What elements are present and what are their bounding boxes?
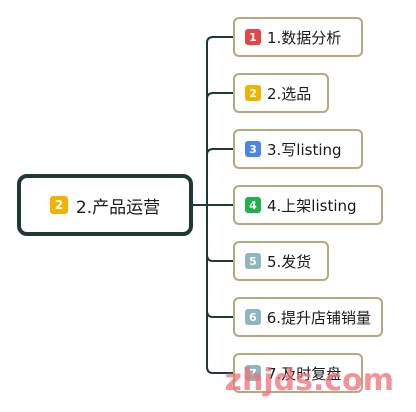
root-node[interactable]: 2 2.产品运营 [17,174,193,236]
child-node-5[interactable]: 5 5.发货 [233,241,329,281]
priority-badge: 4 [245,197,261,213]
child-node-label: 2.选品 [267,84,312,103]
branch-connector-1 [206,36,233,205]
child-node-label: 7.及时复盘 [267,364,342,383]
child-node-label: 5.发货 [267,252,312,271]
branch-connector-7 [206,205,233,374]
child-node-7[interactable]: 7 7.及时复盘 [233,353,363,393]
branch-connector-3 [206,148,233,205]
priority-badge: 6 [245,309,261,325]
child-node-4[interactable]: 4 4.上架listing [233,185,383,225]
child-node-label: 4.上架listing [267,196,357,215]
child-node-1[interactable]: 1 1.数据分析 [233,17,363,57]
branch-connector-5 [206,205,233,262]
branch-connector-2 [206,92,233,205]
priority-badge: 2 [245,85,261,101]
child-node-label: 3.写listing [267,140,342,159]
child-node-3[interactable]: 3 3.写listing [233,129,363,169]
priority-badge: 3 [245,141,261,157]
priority-badge: 7 [245,365,261,381]
priority-badge: 1 [245,29,261,45]
watermark: zhjds.com [224,363,394,398]
child-node-label: 1.数据分析 [267,28,342,47]
priority-badge: 5 [245,253,261,269]
priority-badge: 2 [49,196,68,214]
child-node-label: 6.提升店铺销量 [266,308,371,327]
child-node-6[interactable]: 6 6.提升店铺销量 [233,297,383,337]
child-node-2[interactable]: 2 2.选品 [233,73,329,113]
root-node-label: 2.产品运营 [75,197,161,218]
